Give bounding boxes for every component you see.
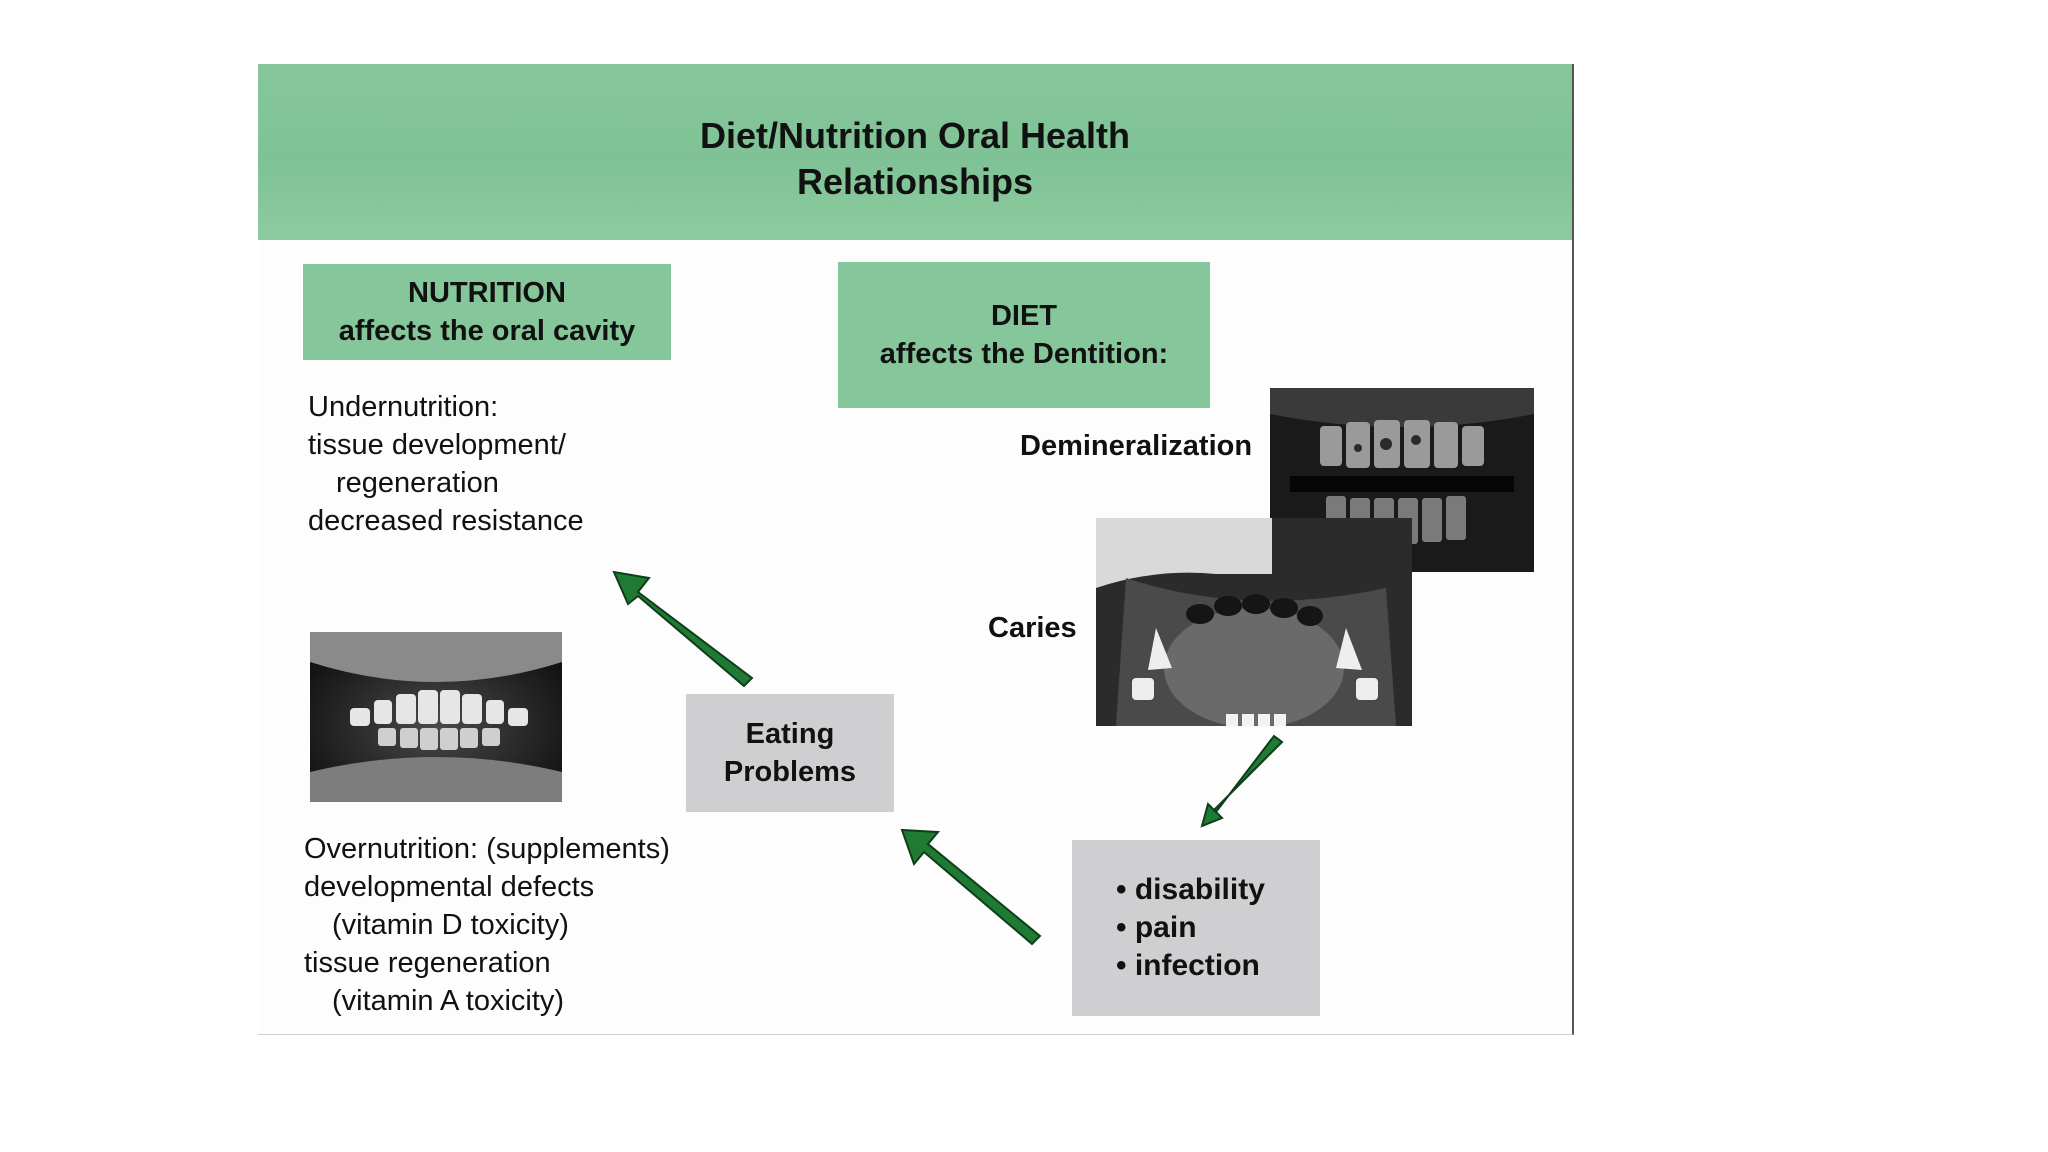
overnutrition-text: Overnutrition: (supplements) development… (304, 833, 670, 1017)
list-item: • pain (1116, 911, 1197, 944)
list-item: • infection (1116, 949, 1260, 982)
consequences-box: • disability • pain • infection (1072, 840, 1320, 1016)
overnutrition-teeth-photo (310, 632, 562, 802)
demineralized-teeth-image (1270, 388, 1534, 572)
nutrition-heading: NUTRITION (408, 277, 566, 309)
teeth-image (310, 632, 562, 802)
diet-subheading: affects the Dentition: (879, 338, 1169, 370)
eating-problems-box: Eating Problems (686, 694, 894, 812)
diet-heading: DIET (990, 300, 1058, 332)
list-item: • disability (1116, 873, 1265, 906)
undernutrition-text: Undernutrition: tissue development/ rege… (308, 391, 584, 537)
caries-label: Caries (988, 612, 1077, 644)
caries-photo (1096, 518, 1412, 726)
diet-box: DIET affects the Dentition: (838, 262, 1210, 408)
caries-teeth-image (1096, 518, 1412, 726)
demineralization-label: Demineralization (1020, 430, 1253, 462)
nutrition-subheading: affects the oral cavity (338, 315, 636, 347)
nutrition-box: NUTRITION affects the oral cavity (303, 264, 671, 360)
consequences-list: • disability • pain • infection (1116, 871, 1265, 985)
page-title: Diet/Nutrition Oral Health Relationships (699, 115, 1131, 202)
title-banner: Diet/Nutrition Oral Health Relationships (258, 64, 1572, 240)
